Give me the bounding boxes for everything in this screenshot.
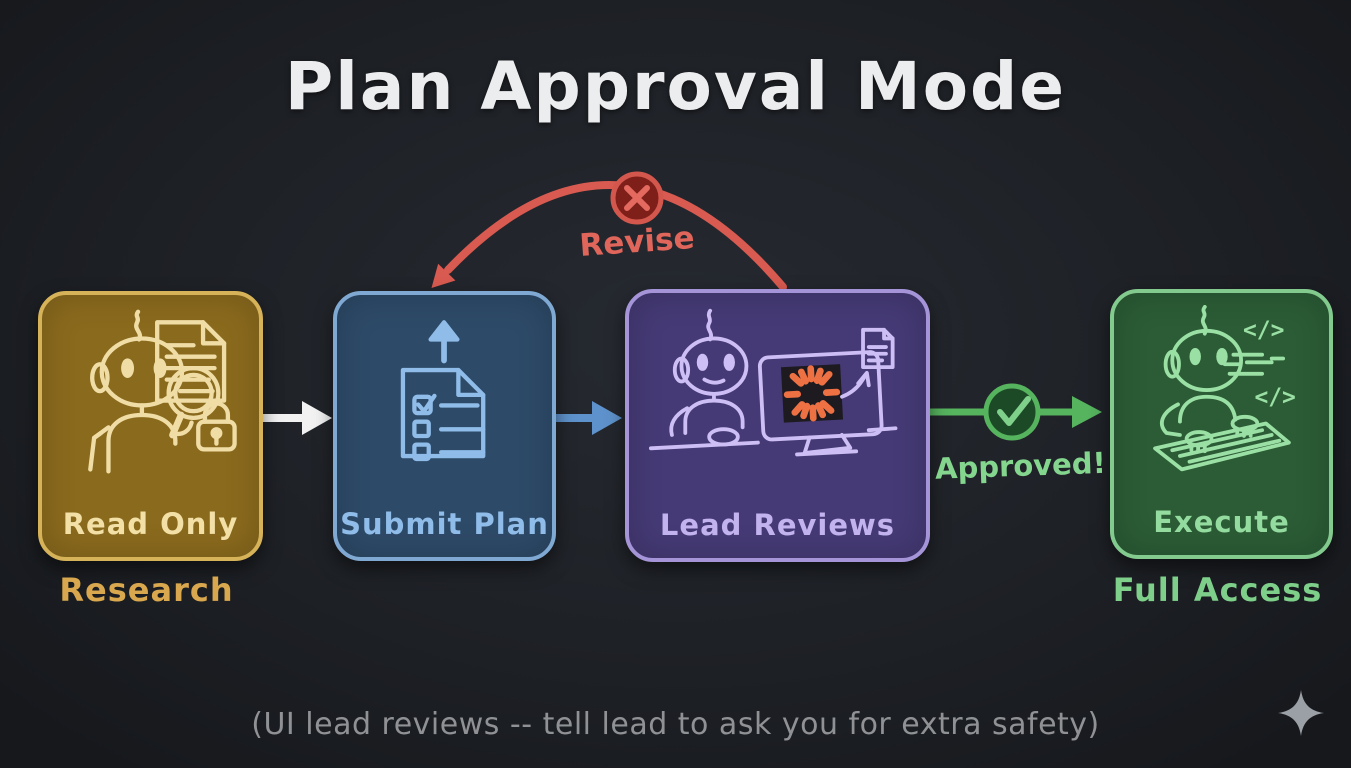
flow-arrow-2 bbox=[548, 401, 622, 435]
flow-arrow-1 bbox=[258, 401, 332, 435]
stage-read-only: Read Only bbox=[38, 291, 263, 561]
stage-submit-plan: Submit Plan bbox=[333, 291, 556, 561]
stage-execute: </> </> Execute bbox=[1110, 289, 1333, 559]
x-circle-icon bbox=[610, 171, 664, 225]
diagram-title: Plan Approval Mode bbox=[284, 48, 1067, 125]
stage-label-read-only: Read Only bbox=[62, 507, 239, 541]
checklist-document-upload-icon bbox=[400, 320, 486, 462]
stage-label-execute: Execute bbox=[1153, 505, 1290, 539]
sparkle-icon bbox=[1278, 690, 1324, 736]
approved-label: Approved! bbox=[934, 445, 1107, 486]
robot-keyboard-code-icon: </> </> bbox=[1153, 305, 1296, 472]
diagram-caption: (UI lead reviews -- tell lead to ask you… bbox=[251, 707, 1100, 742]
stage-sublabel-research: Research bbox=[59, 571, 234, 609]
approved-arrow bbox=[924, 383, 1102, 441]
code-glyph-top: </> bbox=[1243, 317, 1284, 343]
stage-label-lead-reviews: Lead Reviews bbox=[659, 508, 896, 542]
stage-sublabel-full-access: Full Access bbox=[1112, 571, 1323, 609]
stage-label-submit-plan: Submit Plan bbox=[340, 507, 549, 541]
code-glyph-bottom: </> bbox=[1254, 384, 1295, 410]
revise-label: Revise bbox=[578, 220, 696, 264]
stage-lead-reviews: Lead Reviews bbox=[625, 289, 930, 562]
robot-magnifier-document-lock-icon bbox=[88, 309, 237, 474]
check-circle-icon bbox=[983, 383, 1041, 441]
robot-monitor-starburst-document-icon bbox=[648, 308, 898, 457]
